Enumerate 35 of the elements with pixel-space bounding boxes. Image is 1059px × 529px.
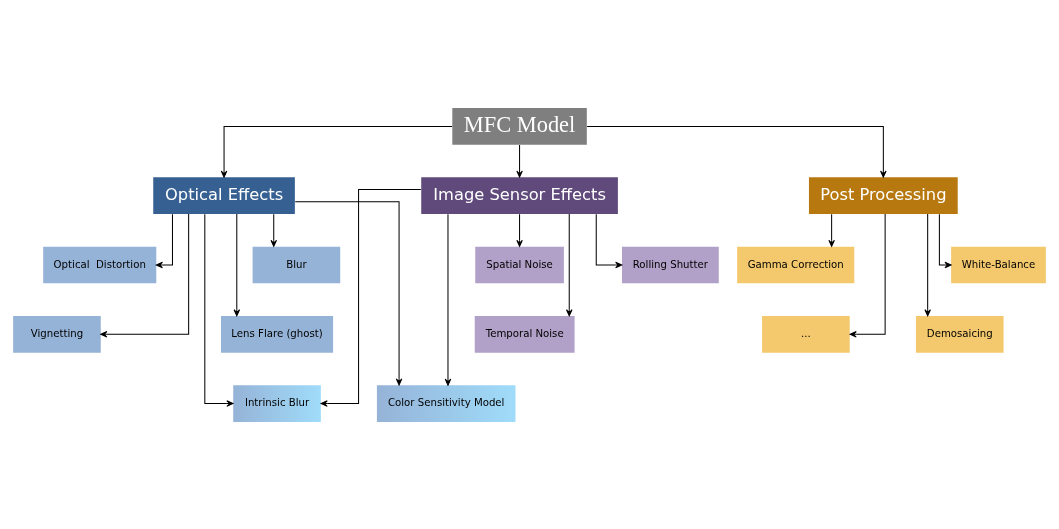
- arrow: [100, 213, 190, 338]
- arrow: [828, 213, 835, 247]
- arrow: [233, 213, 241, 316]
- arrow: [444, 213, 452, 386]
- node-box: Vignetting: [13, 315, 101, 353]
- node-box: Rolling Shutter: [621, 246, 719, 283]
- arrow: [155, 213, 173, 268]
- node-box: Color Sensitivity Model: [376, 384, 516, 422]
- node-box: Optical Distortion: [43, 246, 157, 283]
- arrow: [516, 143, 523, 178]
- node-box: Image Sensor Effects: [421, 176, 618, 214]
- arrow: [938, 213, 952, 268]
- node-box: Blur: [252, 246, 341, 283]
- node-box: Spatial Noise: [475, 246, 564, 283]
- arrow: [270, 213, 277, 247]
- node-box: Demosaicing: [915, 315, 1004, 353]
- arrow: [320, 188, 422, 407]
- arrow: [849, 213, 886, 338]
- arrow: [586, 125, 887, 178]
- node-box: Gamma Correction: [737, 246, 855, 283]
- node-box: ...: [762, 315, 850, 353]
- arrow: [220, 125, 453, 178]
- arrow: [566, 213, 573, 316]
- node-box: White-Balance: [951, 246, 1046, 283]
- node-box: Optical Effects: [153, 176, 295, 214]
- arrow: [204, 213, 234, 407]
- node-box: Temporal Noise: [474, 315, 575, 353]
- arrow: [924, 213, 931, 316]
- arrow: [595, 213, 623, 268]
- node-box: MFC Model: [452, 107, 587, 145]
- node-box: Post Processing: [808, 176, 958, 214]
- arrow: [294, 200, 403, 385]
- node-box: Intrinsic Blur: [233, 384, 321, 422]
- node-box: Lens Flare (ghost): [221, 315, 334, 353]
- arrow: [516, 213, 523, 247]
